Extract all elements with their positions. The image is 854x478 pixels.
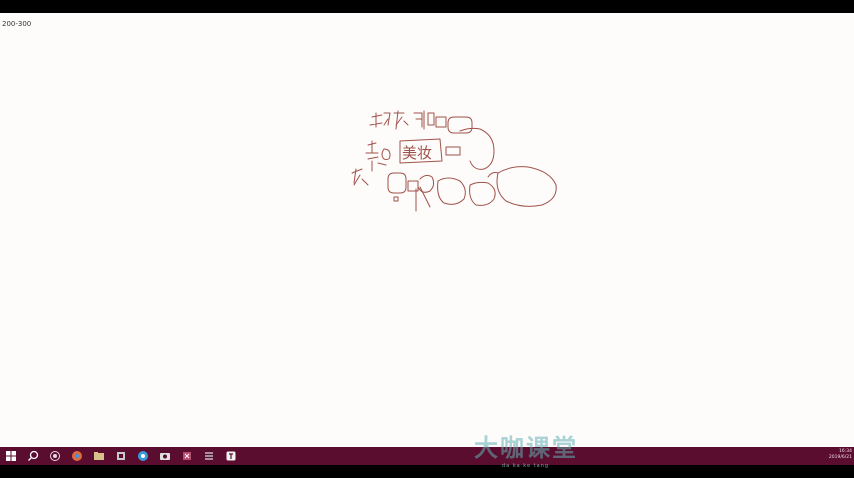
top-letterbox (0, 0, 854, 13)
watermark-subtitle: da ka ke tang (502, 463, 550, 469)
clock-date: 2019/6/21 (828, 455, 852, 460)
task-view-icon[interactable] (49, 450, 61, 462)
clock-time: 16:34 (839, 449, 852, 454)
search-icon[interactable] (27, 450, 39, 462)
watermark: 大咖课堂 da ka ke tang (474, 428, 614, 469)
camera-icon[interactable] (159, 450, 171, 462)
app-icon[interactable] (115, 450, 127, 462)
drawing-canvas[interactable]: 200-300 美妆 (0, 13, 854, 447)
app-icon[interactable] (137, 450, 149, 462)
app-icon[interactable] (203, 450, 215, 462)
canvas-label: 200-300 (2, 20, 32, 28)
app-icon[interactable] (181, 450, 193, 462)
bottom-letterbox (0, 465, 854, 478)
system-clock[interactable]: 16:34 2019/6/21 (828, 449, 852, 463)
taskbar: 16:34 2019/6/21 (0, 447, 854, 465)
watermark-title: 大咖课堂 (474, 434, 578, 462)
sketch-box (399, 138, 443, 164)
handwriting-left (351, 140, 391, 186)
file-explorer-icon[interactable] (93, 450, 105, 462)
app-icon[interactable] (225, 450, 237, 462)
ink-drawing: 美妆 (351, 110, 557, 212)
handwriting-row-1 (369, 110, 447, 130)
start-icon[interactable] (5, 450, 17, 462)
browser-icon[interactable] (71, 450, 83, 462)
sketch-text: 美妆 (402, 144, 432, 162)
